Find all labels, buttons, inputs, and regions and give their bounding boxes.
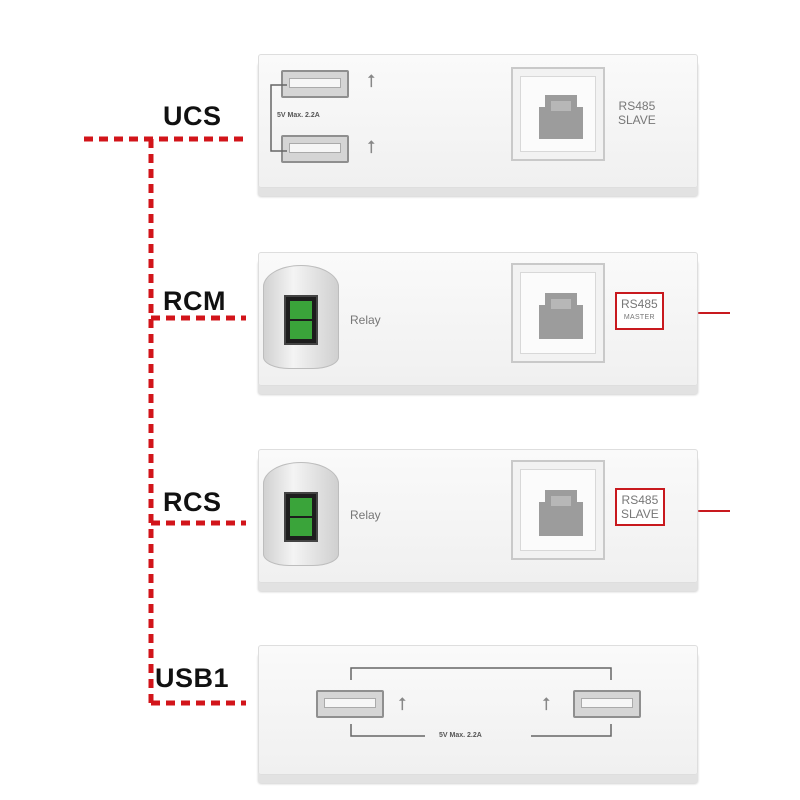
usb-icon: ⭡ [542, 694, 551, 714]
relay-label: Relay [350, 313, 381, 327]
relay-led [290, 301, 312, 319]
rj45-port [511, 263, 605, 363]
usb-icon: ⭡ [367, 71, 376, 91]
rs485-slave-caption: RS485 SLAVE [618, 99, 656, 127]
rs485-text: RS485 [621, 493, 659, 507]
slave-text: SLAVE [618, 113, 656, 127]
slave-text: SLAVE [621, 507, 659, 521]
rs485-text: RS485 [618, 99, 656, 113]
usb-icon: ⭡ [367, 137, 376, 157]
relay-icon [263, 265, 339, 369]
rj45-port-icon [539, 490, 583, 536]
relay-led [290, 518, 312, 536]
usb-icon: ⭡ [398, 694, 407, 714]
label-rcm: RCM [163, 286, 226, 316]
usb1-module: ⭡ ⭡ 5V Max. 2.2A [258, 645, 698, 775]
master-text: MASTER [623, 314, 655, 321]
label-usb1: USB1 [155, 663, 230, 693]
rj45-port [511, 460, 605, 560]
rs485-slave-caption: RS485 SLAVE [615, 488, 665, 526]
ucs-module: ⭡ ⭡ 5V Max. 2.2A RS485 SLAVE [258, 54, 698, 188]
rcm-module: Relay RS485 MASTER [258, 252, 698, 386]
usb-spec-text: 5V Max. 2.2A [439, 732, 482, 739]
label-ucs: UCS [163, 101, 222, 131]
rj45-port-icon [539, 293, 583, 339]
relay-label: Relay [350, 508, 381, 522]
usb-port [573, 690, 641, 718]
rs485-text: RS485 [621, 297, 658, 311]
rcs-module: Relay RS485 SLAVE [258, 449, 698, 583]
usb-bracket [350, 667, 612, 737]
usb-port [281, 135, 349, 163]
usb-port [281, 70, 349, 98]
usb-port [316, 690, 384, 718]
rj45-port-icon [539, 95, 583, 139]
relay-icon [263, 462, 339, 566]
relay-led [290, 498, 312, 516]
rs485-master-caption: RS485 MASTER [615, 292, 664, 330]
usb-spec-text: 5V Max. 2.2A [277, 112, 320, 119]
usb-bracket [270, 84, 287, 152]
rj45-port [511, 67, 605, 161]
relay-led [290, 321, 312, 339]
label-rcs: RCS [163, 487, 222, 517]
